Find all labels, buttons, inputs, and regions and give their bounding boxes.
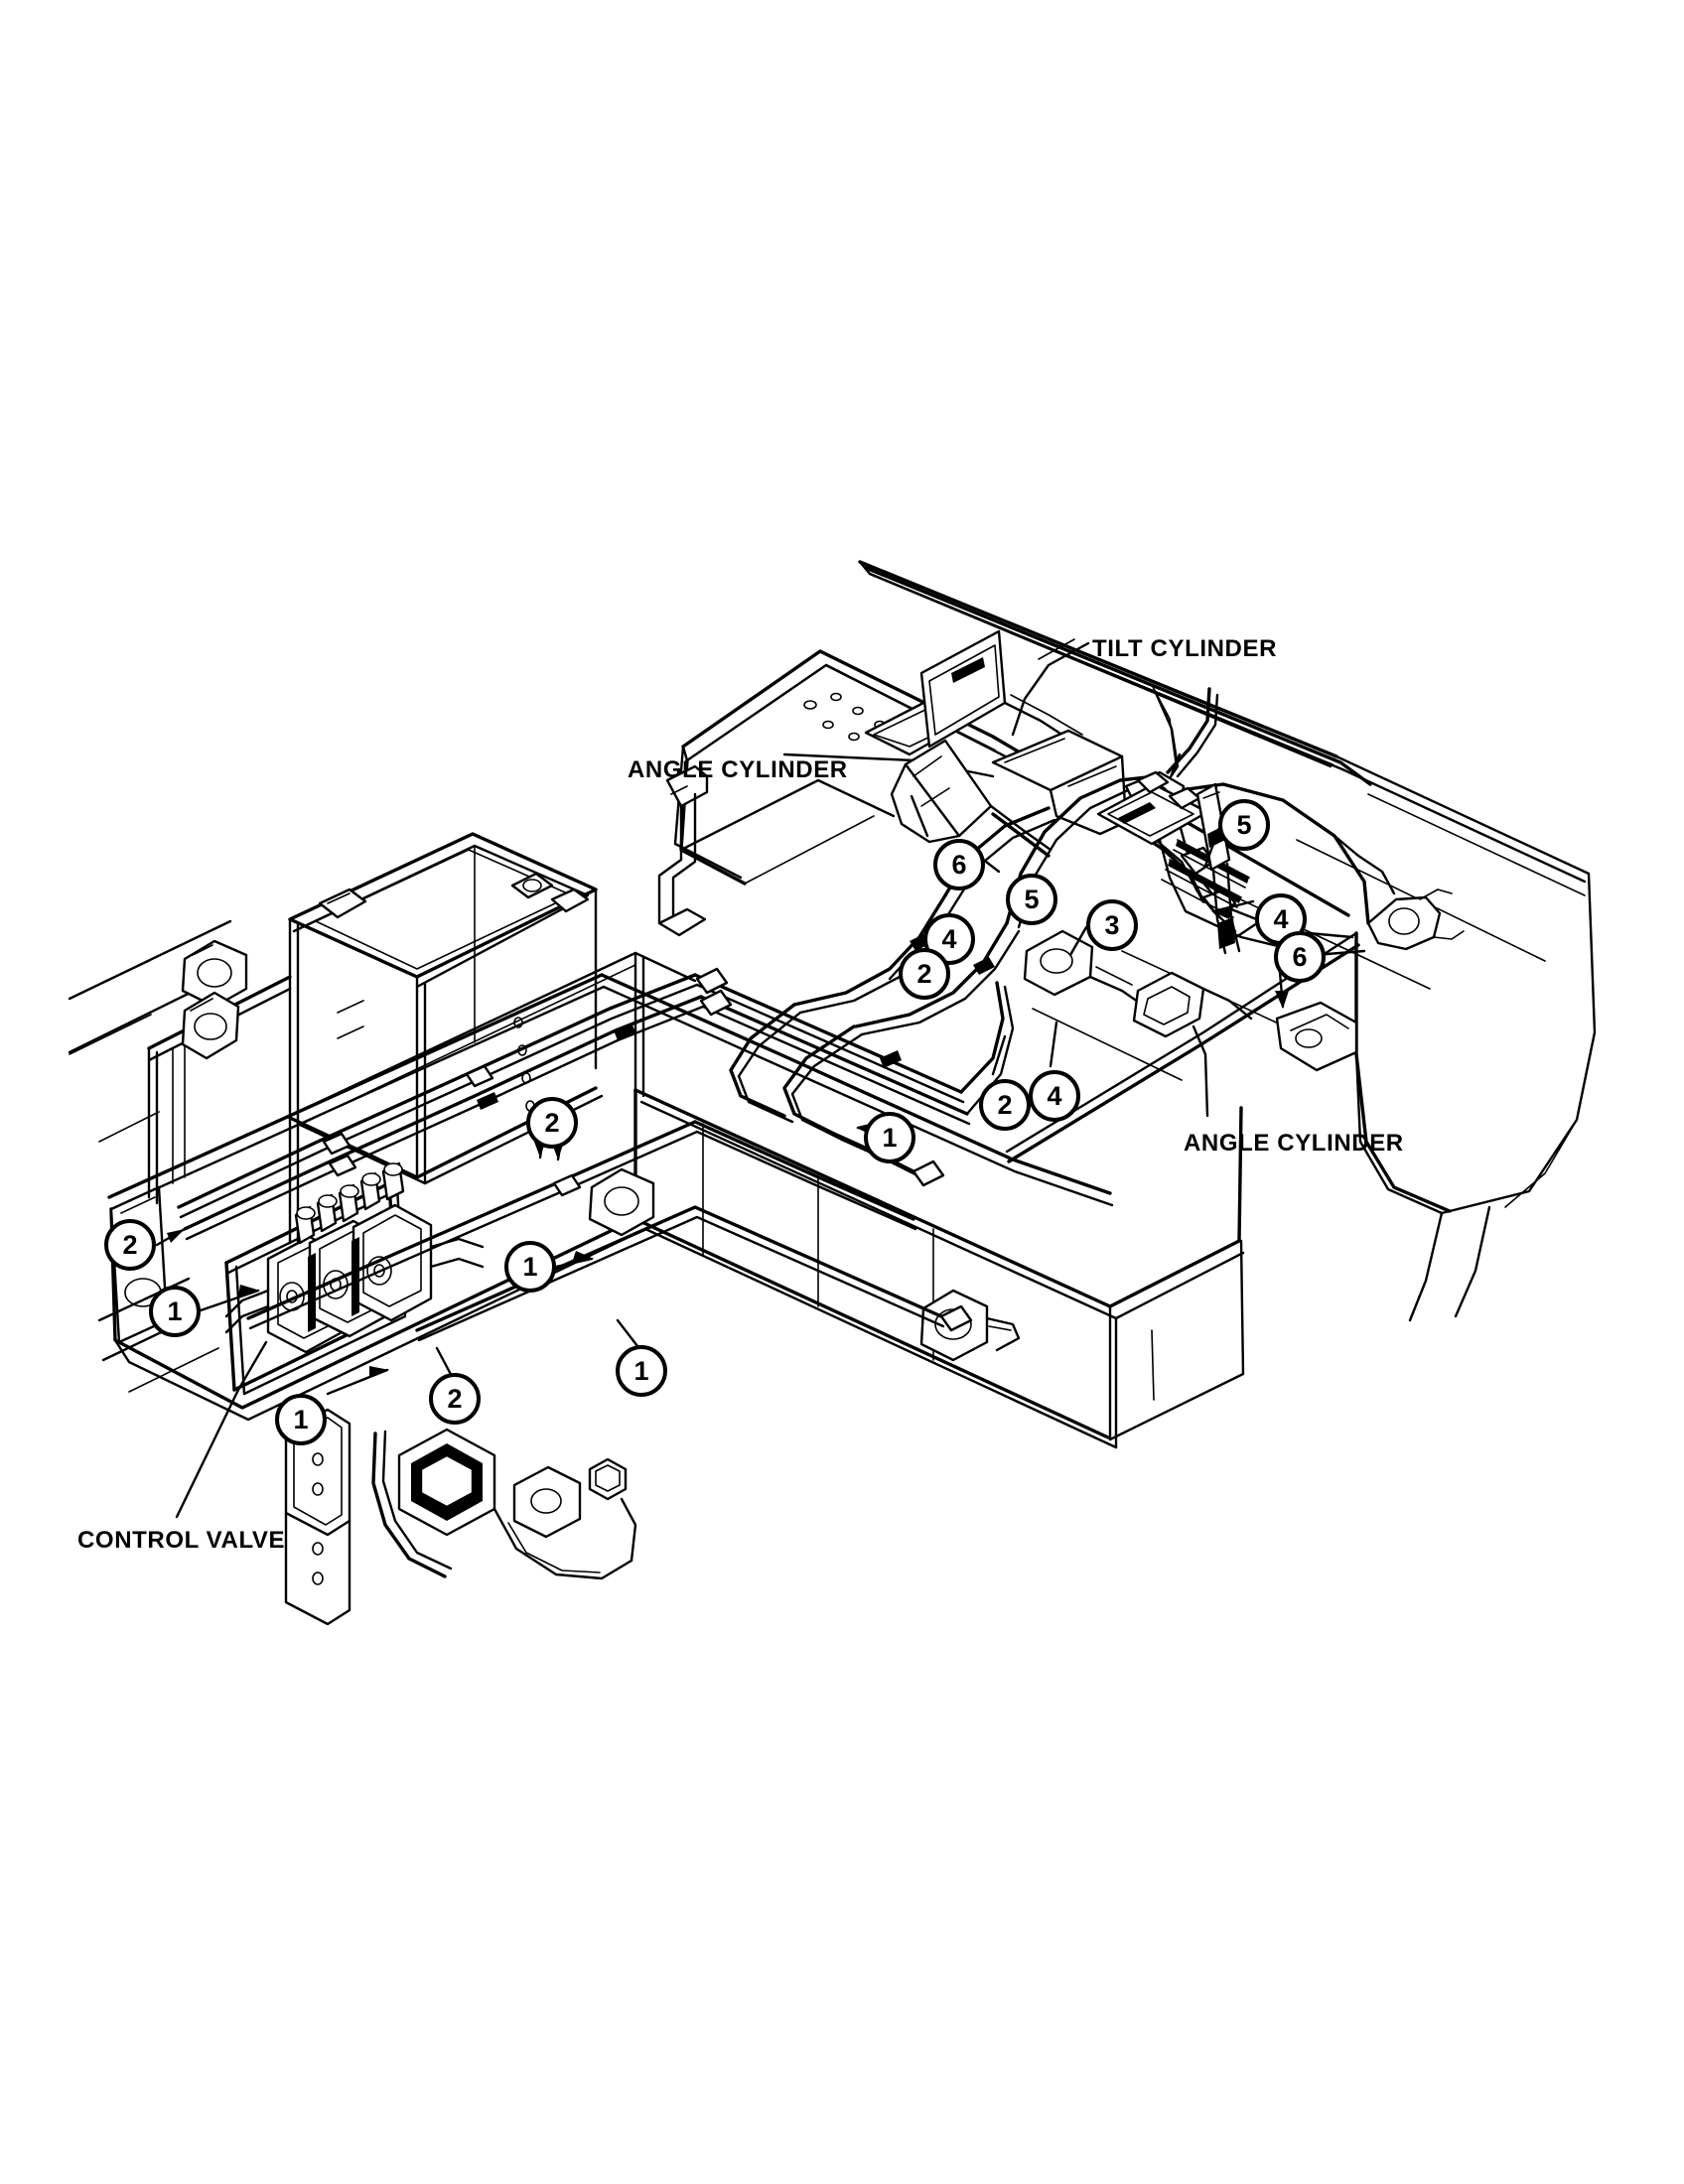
callout-balloon-1-frame: 1 (864, 1112, 915, 1163)
control-valve-leader (175, 1340, 268, 1519)
dozer-blade (858, 560, 1597, 1322)
callout-balloon-1-mid-left: 1 (504, 1241, 556, 1293)
callout-balloon-6-right: 6 (1274, 931, 1326, 983)
callout-balloon-5-right: 5 (1218, 799, 1270, 851)
callout-balloon-2-frame: 2 (979, 1079, 1031, 1131)
callout-balloon-4: 4 (923, 913, 975, 965)
callout-balloon-5: 5 (1006, 874, 1057, 925)
callout-balloon-2-tank: 2 (526, 1097, 578, 1149)
label-angle-cylinder-top: ANGLE CYLINDER (628, 756, 848, 783)
callout-balloon-1-bottom: 1 (616, 1345, 667, 1397)
callout-balloon-2-upper-left: 2 (104, 1219, 156, 1271)
angle-cylinder-right-leader (1192, 1024, 1209, 1118)
hydraulic-hose-runs (177, 967, 1015, 1342)
lower-bracket (284, 1408, 637, 1626)
label-control-valve: CONTROL VALVE (77, 1527, 286, 1554)
callout-balloon-2-valve-right: 2 (429, 1373, 481, 1425)
callout-balloon-4-frame: 4 (1029, 1070, 1080, 1122)
tilt-cylinder-leader (1011, 641, 1090, 737)
ground-hint (69, 960, 150, 1000)
callout-balloon-6: 6 (933, 839, 985, 890)
callout-balloon-3: 3 (1086, 899, 1138, 951)
label-tilt-cylinder: TILT CYLINDER (1092, 635, 1278, 662)
label-angle-cylinder-right: ANGLE CYLINDER (1184, 1130, 1404, 1157)
control-valve-assembly (224, 1161, 485, 1396)
callout-balloon-2: 2 (899, 948, 950, 1000)
left-shroud (147, 975, 292, 1205)
callout-balloon-1-valve-bottom: 1 (275, 1394, 327, 1445)
c-frame-pivot (1023, 929, 1253, 1038)
hook-bracket (657, 764, 709, 937)
callout-balloon-1-valve-left: 1 (149, 1286, 201, 1337)
